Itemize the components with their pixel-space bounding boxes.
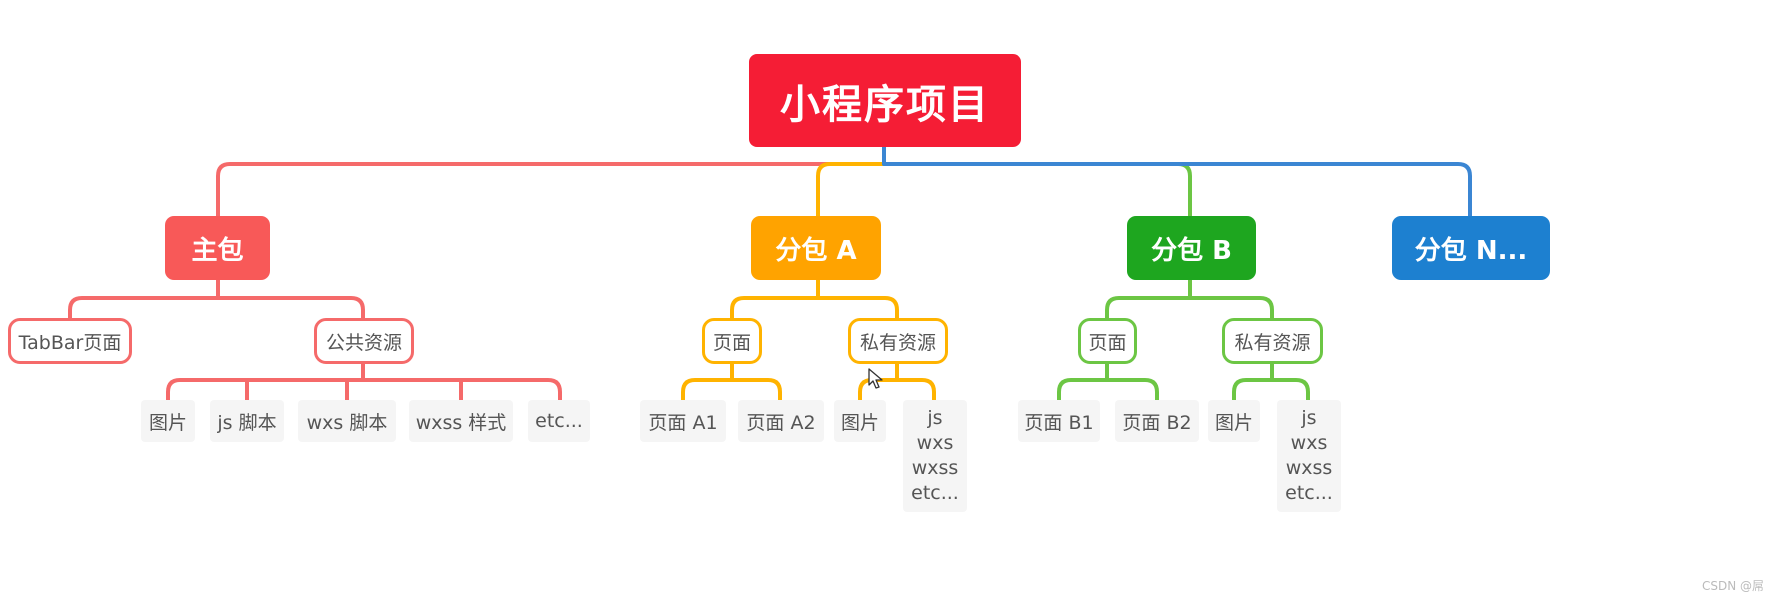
- list-item: wxss: [911, 457, 959, 479]
- subpackage-a-private-resources-node[interactable]: 私有资源: [848, 318, 948, 364]
- leaf-page-a2[interactable]: 页面 A2: [738, 400, 824, 442]
- root-node[interactable]: 小程序项目: [749, 54, 1021, 147]
- leaf-wxs-script[interactable]: wxs 脚本: [298, 400, 396, 442]
- subpackage-a-node[interactable]: 分包 A: [751, 216, 881, 280]
- leaf-etc[interactable]: etc...: [528, 400, 590, 442]
- leaf-page-b2[interactable]: 页面 B2: [1115, 400, 1199, 442]
- leaf-a-images[interactable]: 图片: [834, 400, 886, 442]
- list-item: js: [1301, 407, 1317, 429]
- list-item: js: [927, 407, 943, 429]
- leaf-page-b1[interactable]: 页面 B1: [1018, 400, 1100, 442]
- leaf-js-script[interactable]: js 脚本: [210, 400, 284, 442]
- leaf-wxss-style[interactable]: wxss 样式: [409, 400, 513, 442]
- leaf-b-scripts-list[interactable]: js wxs wxss etc...: [1277, 400, 1341, 512]
- subpackage-b-private-resources-node[interactable]: 私有资源: [1222, 318, 1323, 364]
- leaf-b-images[interactable]: 图片: [1208, 400, 1260, 442]
- list-item: wxss: [1285, 457, 1333, 479]
- subpackage-n-node[interactable]: 分包 N...: [1392, 216, 1550, 280]
- subpackage-b-pages-node[interactable]: 页面: [1078, 318, 1137, 364]
- subpackage-a-pages-node[interactable]: 页面: [702, 318, 762, 364]
- leaf-images[interactable]: 图片: [141, 400, 195, 442]
- mouse-cursor-icon: [868, 368, 883, 389]
- main-package-node[interactable]: 主包: [165, 216, 270, 280]
- watermark: CSDN @屌: [1701, 579, 1764, 593]
- public-resources-node[interactable]: 公共资源: [314, 318, 414, 364]
- leaf-a-scripts-list[interactable]: js wxs wxss etc...: [903, 400, 967, 512]
- leaf-page-a1[interactable]: 页面 A1: [640, 400, 726, 442]
- tabbar-pages-node[interactable]: TabBar页面: [8, 318, 132, 364]
- list-item: wxs: [916, 432, 954, 454]
- list-item: etc...: [1285, 482, 1333, 504]
- subpackage-b-node[interactable]: 分包 B: [1127, 216, 1256, 280]
- list-item: etc...: [911, 482, 959, 504]
- list-item: wxs: [1290, 432, 1328, 454]
